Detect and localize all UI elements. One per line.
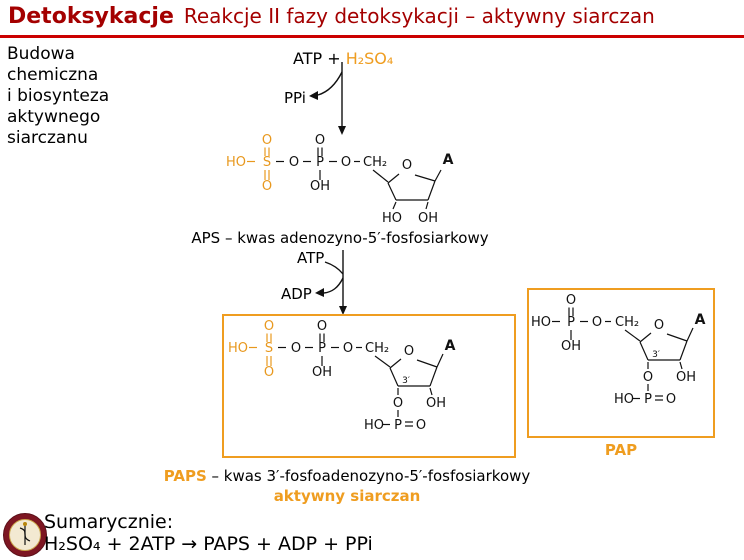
atom-label: P (394, 418, 402, 433)
atp-reactant-label: ATP + (293, 49, 346, 68)
paps-abbr-label: PAPS (163, 467, 207, 485)
pap-bonds (552, 307, 694, 401)
page-subtitle: Reakcje II fazy detoksykacji – aktywny s… (183, 4, 655, 28)
atom-label: S (263, 155, 271, 170)
atom-label: HO (531, 315, 551, 330)
atom-label: OH (426, 396, 446, 411)
atom-label: HO (226, 155, 246, 170)
aps-sulfate-bonds (247, 147, 270, 180)
adenine-label: A (443, 152, 454, 168)
arrow-2-lines (315, 250, 347, 315)
atom-label: O (264, 365, 274, 380)
aps-caption: APS – kwas adenozyno-5′-fosfosiarkowy (191, 229, 489, 247)
atom-label: O (643, 370, 653, 385)
ppi-label: PPi (284, 89, 306, 107)
atom-label: OH (312, 365, 332, 380)
header: Detoksykacje Reakcje II fazy detoksykacj… (8, 4, 655, 29)
page-title: Detoksykacje (8, 4, 174, 29)
atom-label: HO (364, 418, 384, 433)
atom-label: HO (614, 392, 634, 407)
aps-atom-labels: HO S O O O P O OH O CH₂ O A HO OH (226, 134, 454, 226)
atom-label: O (393, 396, 403, 411)
atom-label: S (265, 341, 273, 356)
paps-caption: PAPS – kwas 3′-fosfoadenozyno-5′-fosfosi… (147, 467, 547, 485)
atom-label: O (262, 179, 272, 194)
atom-label: CH₂ (363, 155, 387, 170)
paps-sulfate-bonds (249, 333, 272, 366)
atom-label: CH₂ (365, 341, 389, 356)
atom-label: P (567, 315, 575, 330)
atom-label: OH (561, 339, 581, 354)
active-sulfate-label: aktywny siarczan (273, 487, 421, 505)
adenine-label: A (695, 312, 706, 328)
atom-label: O (341, 155, 351, 170)
atom-label: CH₂ (615, 315, 639, 330)
atom-label: O (317, 319, 327, 334)
atom-label: OH (676, 370, 696, 385)
atom-label: P (644, 392, 652, 407)
adenine-label: A (445, 338, 456, 354)
h2so4-label: H₂SO₄ (345, 49, 394, 68)
atom-label: O (291, 341, 301, 356)
paps-atom-labels: HO S O O O P O OH O CH₂ O A 3′ O HO P O … (228, 319, 456, 433)
header-divider (0, 35, 744, 38)
summary-equation: H₂SO₄ + 2ATP → PAPS + ADP + PPi (44, 533, 373, 555)
pap-box: HO P O OH O CH₂ O A 3′ O HO P O OH (527, 288, 715, 438)
summary-label: Sumarycznie: (44, 511, 174, 533)
aps-structure: HO S O O O P O OH O CH₂ O A HO OH (226, 134, 454, 226)
paps-structure: HO S O O O P O OH O CH₂ O A 3′ O HO P O … (228, 319, 456, 433)
atom-label: OH (418, 211, 438, 226)
atom-label: O (289, 155, 299, 170)
atom-label: O (343, 341, 353, 356)
atom-label: O (404, 344, 414, 359)
paps-box: HO S O O O P O OH O CH₂ O A 3′ O HO P O … (222, 314, 516, 458)
atom-label: P (316, 155, 324, 170)
reactants-label: ATP + H₂SO₄ (293, 49, 393, 68)
paps-caption-text: – kwas 3′-fosfoadenozyno-5′-fosfosiarkow… (206, 467, 531, 485)
atom-label: O (264, 319, 274, 334)
reaction-arrow-2 (315, 250, 347, 315)
atom-label: P (318, 341, 326, 356)
atom-label: O (262, 134, 272, 148)
aps-bonds (276, 147, 442, 210)
pap-caption: PAP (604, 441, 638, 459)
topic-description: Budowa chemiczna i biosynteza aktywnego … (7, 44, 110, 148)
atom-label: O (666, 392, 676, 407)
university-logo (3, 513, 47, 557)
atom-label: HO (382, 211, 402, 226)
reaction-arrow-1 (309, 62, 346, 135)
pap-atom-labels: HO P O OH O CH₂ O A 3′ O HO P O OH (531, 293, 706, 407)
paps-bonds (278, 333, 444, 427)
atom-label: HO (228, 341, 248, 356)
atp-label: ATP (297, 249, 325, 267)
arrow-1-lines (309, 62, 346, 135)
atom-label: OH (310, 179, 330, 194)
atom-label: O (402, 158, 412, 173)
prime3-label: 3′ (652, 350, 660, 360)
adp-label: ADP (281, 285, 312, 303)
atom-label: O (315, 134, 325, 148)
atom-label: O (566, 293, 576, 308)
pap-structure: HO P O OH O CH₂ O A 3′ O HO P O OH (531, 293, 706, 407)
atom-label: O (592, 315, 602, 330)
prime3-label: 3′ (402, 376, 410, 386)
logo-graphic (3, 513, 47, 557)
atom-label: O (654, 318, 664, 333)
atom-label: O (416, 418, 426, 433)
